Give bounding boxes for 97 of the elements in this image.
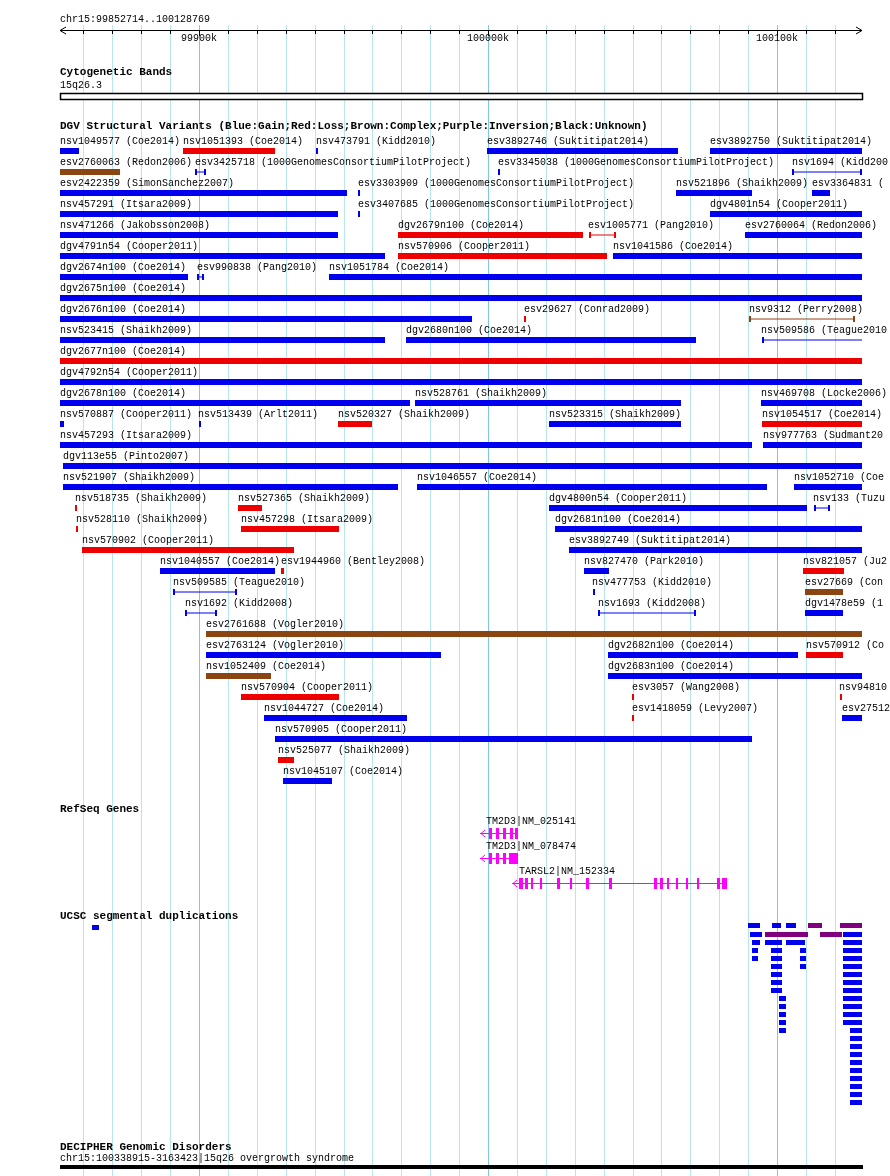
variant-label: nsv528110 (Shaikh2009) [76,514,209,525]
variant-label: nsv513439 (Arlt2011) [198,409,319,420]
track-title: DECIPHER Genomic Disorders [60,1141,232,1153]
variant-label: nsv1045107 (Coe2014) [283,766,404,777]
variant-label: esv3892749 (Suktitipat2014) [569,535,732,546]
variant-label: esv3892750 (Suktitipat2014) [710,136,873,147]
variant-label: nsv521907 (Shaikh2009) [63,472,196,483]
variant-label: dgv2676n100 (Coe2014) [60,304,187,315]
variant-label: nsv1049577 (Coe2014) [60,136,181,147]
variant-label: esv3364831 ( [812,178,884,189]
variant-label: esv2761688 (Vogler2010) [206,619,345,630]
variant-label: dgv1478e59 (1 [805,598,883,609]
variant-label: dgv4801n54 (Cooper2011) [710,199,849,210]
variant-label: dgv2681n100 (Coe2014) [555,514,682,525]
variant-label: nsv1051784 (Coe2014) [329,262,450,273]
variant-label: nsv521896 (Shaikh2009) [676,178,809,189]
variant-label: dgv2678n100 (Coe2014) [60,388,187,399]
band-label: 15q26.3 [60,80,102,91]
variant-label: esv2760064 (Redon2006) [745,220,878,231]
variant-label: dgv2679n100 (Coe2014) [398,220,525,231]
variant-label: dgv2680n100 (Coe2014) [406,325,533,336]
variant-label: dgv4792n54 (Cooper2011) [60,367,199,378]
variant-label: esv3892746 (Suktitipat2014) [487,136,650,147]
axis-tick-label: 99900k [181,33,217,44]
coordinate-range-label: chr15:99852714..100128769 [60,14,211,25]
variant-label: esv3057 (Wang2008) [632,682,741,693]
variant-label: nsv520327 (Shaikh2009) [338,409,471,420]
variant-label: nsv1040557 (Coe2014) [160,556,281,567]
axis-tick-label: 100000k [467,33,509,44]
variant-label: dgv2675n100 (Coe2014) [60,283,187,294]
variant-label: nsv1054517 (Coe2014) [762,409,883,420]
variant-label: esv3345038 (1000GenomesConsortiumPilotProject) [498,157,775,168]
variant-label: dgv4800n54 (Cooper2011) [549,493,688,504]
variant-label: nsv527365 (Shaikh2009) [238,493,371,504]
variant-label: esv990838 (Pang2010) [197,262,318,273]
variant-label: nsv1046557 (Coe2014) [417,472,538,483]
variant-label: esv3303909 (1000GenomesConsortiumPilotProject) [358,178,635,189]
variant-label: nsv523315 (Shaikh2009) [549,409,682,420]
variant-label: nsv509586 (Teague2010 [761,325,888,336]
axis-tick-label: 100100k [756,33,798,44]
gene-label: TARSL2|NM_152334 [519,866,615,877]
variant-label: dgv2674n100 (Coe2014) [60,262,187,273]
variant-label: dgv2677n100 (Coe2014) [60,346,187,357]
variant-label: dgv2683n100 (Coe2014) [608,661,735,672]
gene-label: TM2D3|NM_078474 [486,841,576,852]
track-title: DGV Structural Variants (Blue:Gain;Red:Loss;Brown:Complex;Purple:Inversion;Black:Unknown) [60,120,648,132]
variant-label: esv27512 [842,703,890,714]
variant-label: nsv1692 (Kidd2008) [185,598,294,609]
variant-label: nsv1044727 (Coe2014) [264,703,385,714]
variant-label: nsv469708 (Locke2006) [761,388,888,399]
variant-label: nsv1052409 (Coe2014) [206,661,327,672]
variant-label: esv1944960 (Bentley2008) [281,556,426,567]
variant-label: nsv827470 (Park2010) [584,556,705,567]
variant-label: esv2422359 (SimonSanchez2007) [60,178,235,189]
variant-label: nsv1041586 (Coe2014) [613,241,734,252]
track-title: Cytogenetic Bands [60,66,173,78]
variant-label: nsv471266 (Jakobsson2008) [60,220,211,231]
variant-label: nsv457293 (Itsara2009) [60,430,193,441]
variant-label: nsv509585 (Teague2010) [173,577,306,588]
variant-label: nsv94810 [839,682,887,693]
variant-label: nsv570902 (Cooper2011) [82,535,215,546]
variant-label: nsv977763 (Sudmant20 [763,430,884,441]
track-title: UCSC segmental duplications [60,910,239,922]
variant-label: esv2763124 (Vogler2010) [206,640,345,651]
variant-label: esv3407685 (1000GenomesConsortiumPilotProject) [358,199,635,210]
variant-label: nsv9312 (Perry2008) [749,304,864,315]
variant-label: nsv133 (Tuzu [813,493,885,504]
variant-label: dgv2682n100 (Coe2014) [608,640,735,651]
variant-label: nsv821057 (Ju2 [803,556,887,567]
variant-label: dgv4791n54 (Cooper2011) [60,241,199,252]
variant-label: nsv525077 (Shaikh2009) [278,745,411,756]
variant-label: nsv570912 (Co [806,640,884,651]
variant-label: esv27669 (Con [805,577,883,588]
variant-label: nsv457298 (Itsara2009) [241,514,374,525]
variant-label: nsv1051393 (Coe2014) [183,136,304,147]
variant-label: esv2760063 (Redon2006) [60,157,193,168]
variant-label: nsv457291 (Itsara2009) [60,199,193,210]
variant-label: nsv473791 (Kidd2010) [316,136,437,147]
variant-label: nsv523415 (Shaikh2009) [60,325,193,336]
variant-label: dgv113e55 (Pinto2007) [63,451,190,462]
variant-label: nsv1052710 (Coe [794,472,884,483]
variant-label: nsv1693 (Kidd2008) [598,598,707,609]
variant-label: esv3425718 (1000GenomesConsortiumPilotProject) [195,157,472,168]
variant-label: nsv1694 (Kidd200 [792,157,888,168]
variant-label: nsv528761 (Shaikh2009) [415,388,548,399]
gene-label: TM2D3|NM_025141 [486,816,576,827]
variant-label: nsv570905 (Cooper2011) [275,724,408,735]
variant-label: nsv570904 (Cooper2011) [241,682,374,693]
variant-label: esv1418059 (Levy2007) [632,703,759,714]
track-title: RefSeq Genes [60,803,140,815]
variant-label: nsv477753 (Kidd2010) [592,577,713,588]
variant-label: esv29627 (Conrad2009) [524,304,651,315]
variant-label: esv1005771 (Pang2010) [588,220,715,231]
variant-label: nsv570887 (Cooper2011) [60,409,193,420]
variant-label: nsv518735 (Shaikh2009) [75,493,208,504]
variant-label: nsv570906 (Cooper2011) [398,241,531,252]
disorder-label: chr15:100338915-3163423|15q26 overgrowth syndrome [60,1153,355,1164]
